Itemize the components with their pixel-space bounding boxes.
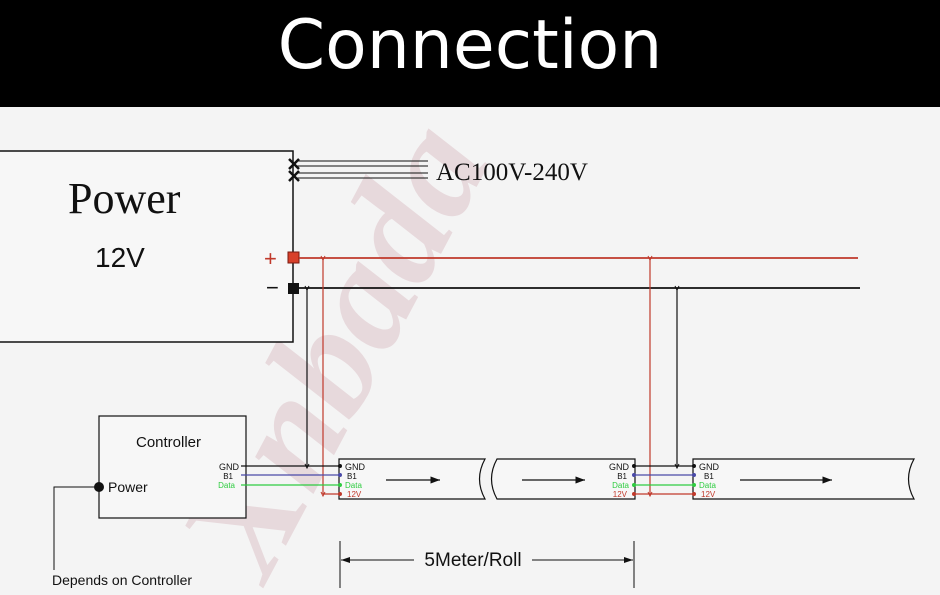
dimension-extension-lines (339, 541, 635, 588)
power-supply-box (0, 150, 294, 343)
strip-3-pin-b1: B1 (704, 472, 714, 481)
strip-1-pin-gnd: GND (345, 462, 366, 472)
strip-3-pin-dots (692, 464, 696, 496)
ac-terminal-icon (288, 158, 300, 182)
controller-pin-data: Data (218, 481, 235, 490)
strip-1-pin-data: Data (345, 481, 362, 490)
controller-title: Controller (136, 434, 201, 451)
controller-power-lead (53, 486, 99, 570)
plus-sign: + (264, 246, 277, 271)
controller-power-label: Power (108, 479, 148, 495)
controller-box (98, 415, 247, 519)
dimension-label: 5Meter/Roll (424, 550, 521, 571)
strip-1-pin-12v: 12V (347, 490, 362, 499)
strip-1-pin-b1: B1 (347, 472, 357, 481)
controller-signal-wires (241, 465, 340, 495)
depends-on-controller-note: Depends on Controller (52, 572, 192, 588)
controller-pin-gnd: GND (219, 462, 240, 472)
strip-3-pin-12v: 12V (701, 490, 716, 499)
ac-input-wires (296, 160, 428, 179)
power-supply-title: Power (68, 174, 181, 223)
power-supply-voltage: 12V (95, 242, 145, 273)
led-strip-2 (490, 458, 636, 500)
strip-3-pin-gnd: GND (699, 462, 720, 472)
positive-terminal-icon (287, 251, 300, 264)
led-strip-1 (338, 458, 487, 500)
strip-2-pin-data: Data (612, 481, 629, 490)
minus-sign: − (266, 275, 279, 300)
strip-2-pin-b1: B1 (617, 472, 627, 481)
led-strip-3 (692, 458, 916, 500)
strip-2-pin-12v: 12V (613, 490, 628, 499)
negative-terminal-icon (288, 283, 299, 294)
wire-crossing-marks (304, 255, 680, 498)
header-bar (0, 0, 940, 107)
strip-1-pin-dots (338, 464, 342, 496)
strip-link-wires (634, 465, 694, 495)
controller-pin-b1: B1 (223, 472, 233, 481)
page-title: Connection (277, 6, 663, 85)
ac-input-label: AC100V-240V (436, 159, 588, 186)
power-drop-wires (306, 258, 678, 494)
strip-2-pin-gnd: GND (609, 462, 630, 472)
strip-3-pin-data: Data (699, 481, 716, 490)
